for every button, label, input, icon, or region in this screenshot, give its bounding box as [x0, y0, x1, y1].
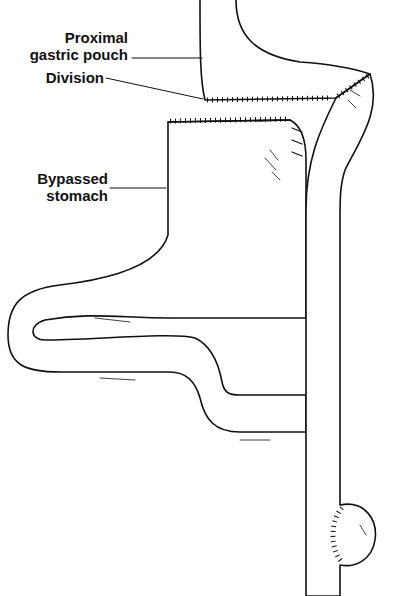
staples	[170, 119, 289, 121]
anastomosis-staples	[338, 76, 368, 96]
limb-shading	[348, 90, 366, 535]
part-label: Proximal gastric pouch	[18, 29, 128, 63]
anastomosis-staples	[333, 508, 342, 562]
stomach-outline	[8, 120, 306, 432]
leader-line	[106, 58, 203, 188]
pouch-staples	[207, 98, 330, 100]
part-label: Division	[20, 69, 104, 86]
staples	[292, 128, 302, 156]
stomach-shading	[95, 150, 280, 440]
part-label: Bypassed stomach	[10, 170, 108, 204]
staple-line	[168, 120, 290, 122]
roux-limb	[306, 74, 375, 596]
esophagus-pouch	[200, 0, 370, 100]
